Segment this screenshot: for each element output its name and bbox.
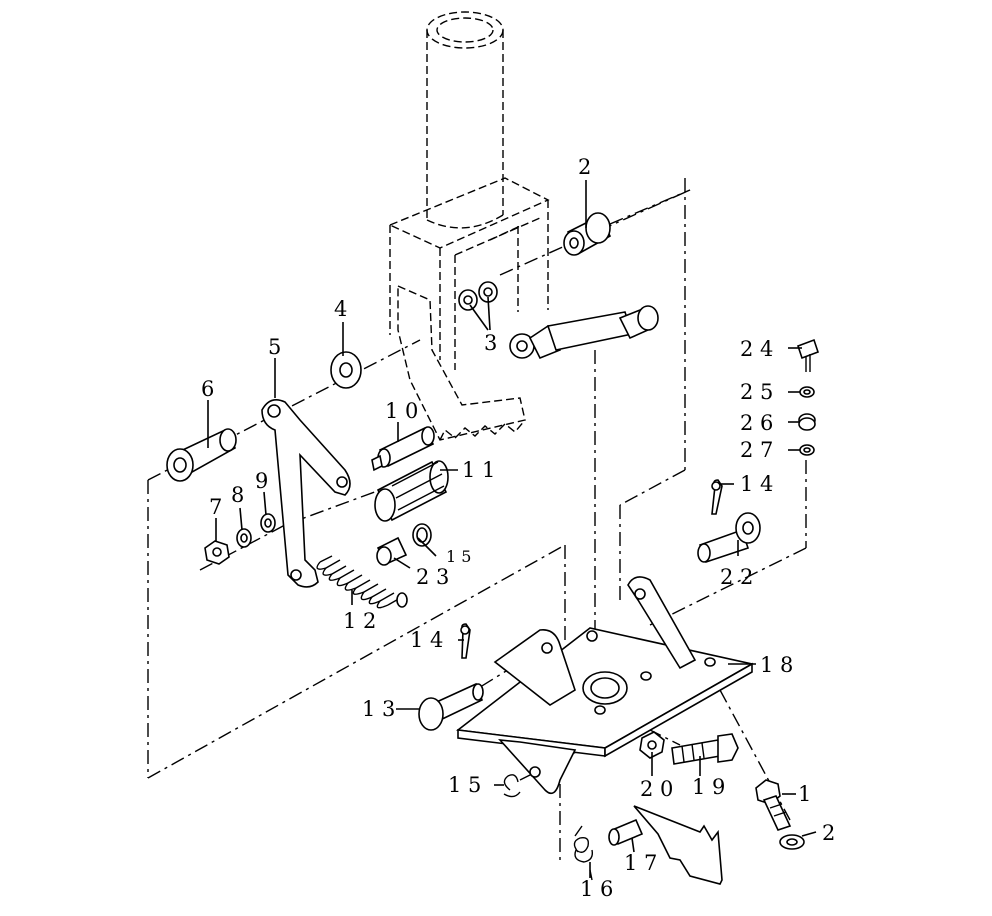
callout-labels: 2 3 4 5 6 7 8 9 1 0 1 1 1 2 1 3 1 4 1 4 … [201,155,835,901]
callout-10: 1 0 [385,399,418,423]
callout-2-top: 2 [578,155,591,179]
callout-7: 7 [209,495,222,519]
callout-24: 2 4 [740,337,773,361]
callout-25: 2 5 [740,380,773,404]
callout-23: 2 3 [416,565,449,589]
part-cotter-pin-lower [460,623,471,659]
part-washer-4 [330,351,362,389]
part-lever-arm-5 [261,399,351,588]
part-clip-spacer [376,523,432,566]
part-bolt-1 [755,779,792,831]
part-nut-washers [204,513,276,565]
part-sleeve-6 [166,428,237,482]
part-clevis-pin-13 [418,682,484,731]
part-base-bracket-18 [455,576,755,795]
part-clip-15-lower [503,774,521,798]
axis-lines [147,178,807,860]
callout-2-bottom: 2 [822,821,835,845]
part-cotter-pin-upper [711,479,723,515]
part-washer-2-bottom [779,834,805,850]
part-spring-12 [316,555,408,609]
callout-13: 1 3 [362,697,395,721]
part-nut-20 [639,731,665,759]
callout-26: 2 6 [740,411,773,435]
part-ball-joint-rod [509,305,659,360]
callout-15-upper: 1 5 [446,547,471,566]
callout-22: 2 2 [720,565,753,589]
part-bolt-19 [671,733,739,765]
callout-8: 8 [231,483,244,507]
part-bolt-stack [796,338,820,456]
part-washers-3 [458,281,498,311]
callout-1-bottom: 1 [798,782,811,806]
callout-17: 1 7 [624,851,657,875]
callout-6: 6 [201,377,214,401]
callout-19: 1 9 [692,775,725,799]
callout-14-lower: 1 4 [410,628,443,652]
leader-lines [207,180,817,878]
callout-27: 2 7 [740,438,773,462]
callout-4: 4 [334,297,347,321]
callout-20: 2 0 [640,777,673,801]
callout-9: 9 [255,469,268,493]
callout-5: 5 [268,335,281,359]
callout-14-upper: 1 4 [740,472,773,496]
callout-18: 1 8 [760,653,793,677]
part-roller-11 [374,460,449,522]
part-clevis-pin-22 [697,512,761,564]
part-lever-plate-17 [608,805,723,885]
callout-11: 1 1 [462,458,495,482]
part-pin-10 [371,426,435,472]
callout-3: 3 [484,331,497,355]
callout-16: 1 6 [580,877,613,901]
part-bushing-top [563,189,691,256]
callout-12: 1 2 [343,609,376,633]
callout-15-lower: 1 5 [448,773,481,797]
steering-column-phantom [388,11,550,441]
